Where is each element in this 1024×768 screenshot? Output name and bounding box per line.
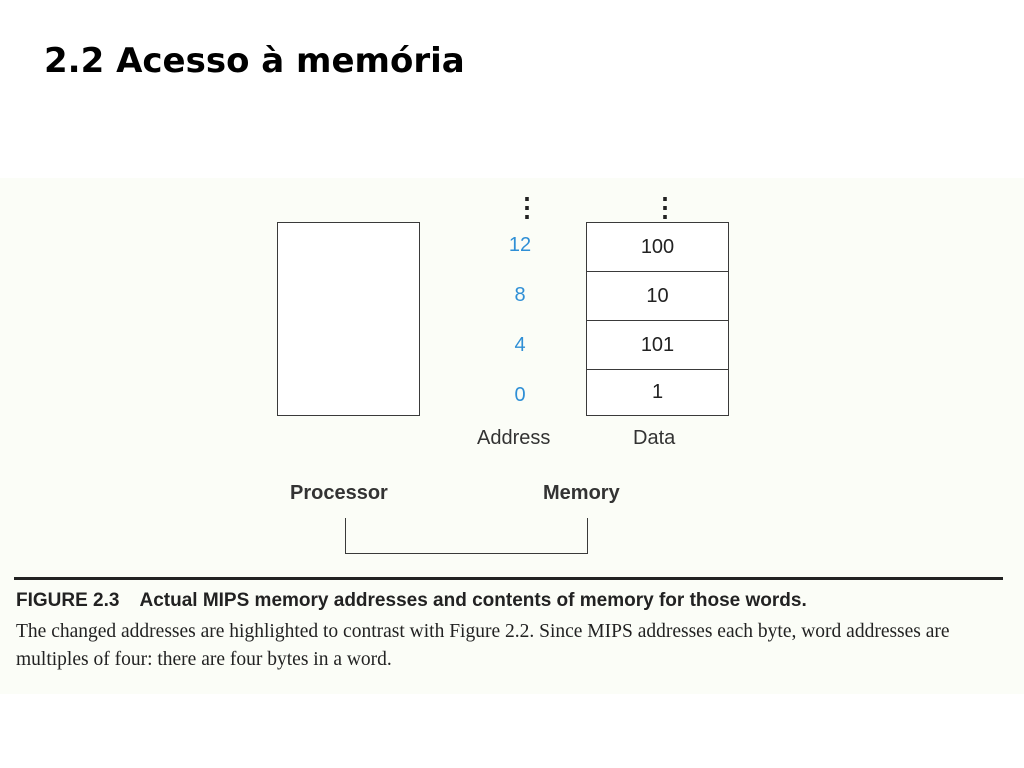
- memory-address: 0: [514, 384, 526, 406]
- figure-caption-title: Actual MIPS memory addresses and content…: [139, 590, 807, 611]
- caption-rule: [14, 577, 1003, 580]
- memory-address: 4: [514, 334, 526, 356]
- memory-address: 8: [514, 284, 526, 306]
- figure-caption-body: The changed addresses are highlighted to…: [16, 621, 950, 670]
- processor-label: Processor: [290, 482, 388, 504]
- figure-number: FIGURE 2.3: [16, 590, 120, 611]
- data-ellipsis: ⋮: [652, 192, 678, 222]
- slide-title: 2.2 Acesso à memória: [44, 41, 465, 81]
- memory-data-cell: 101: [586, 320, 729, 371]
- memory-data-value: 100: [640, 236, 675, 258]
- memory-data-cell: 100: [586, 222, 729, 273]
- processor-box: [277, 222, 420, 416]
- figure-panel: ⋮ ⋮ 12 8 4 0 100 10 101 1 Address Data P…: [0, 178, 1024, 694]
- memory-data-value: 101: [640, 334, 675, 356]
- connection-bracket: [345, 518, 588, 554]
- memory-data-value: 10: [646, 285, 669, 307]
- memory-data-value: 1: [651, 381, 664, 403]
- memory-data-cell: 1: [586, 369, 729, 416]
- address-column-label: Address: [477, 427, 551, 449]
- memory-label: Memory: [543, 482, 620, 504]
- figure-caption-heading: FIGURE 2.3 Actual MIPS memory addresses a…: [16, 590, 1006, 612]
- memory-address: 12: [508, 234, 532, 256]
- data-column-label: Data: [633, 427, 676, 449]
- address-ellipsis: ⋮: [514, 192, 540, 222]
- memory-data-cell: 10: [586, 271, 729, 322]
